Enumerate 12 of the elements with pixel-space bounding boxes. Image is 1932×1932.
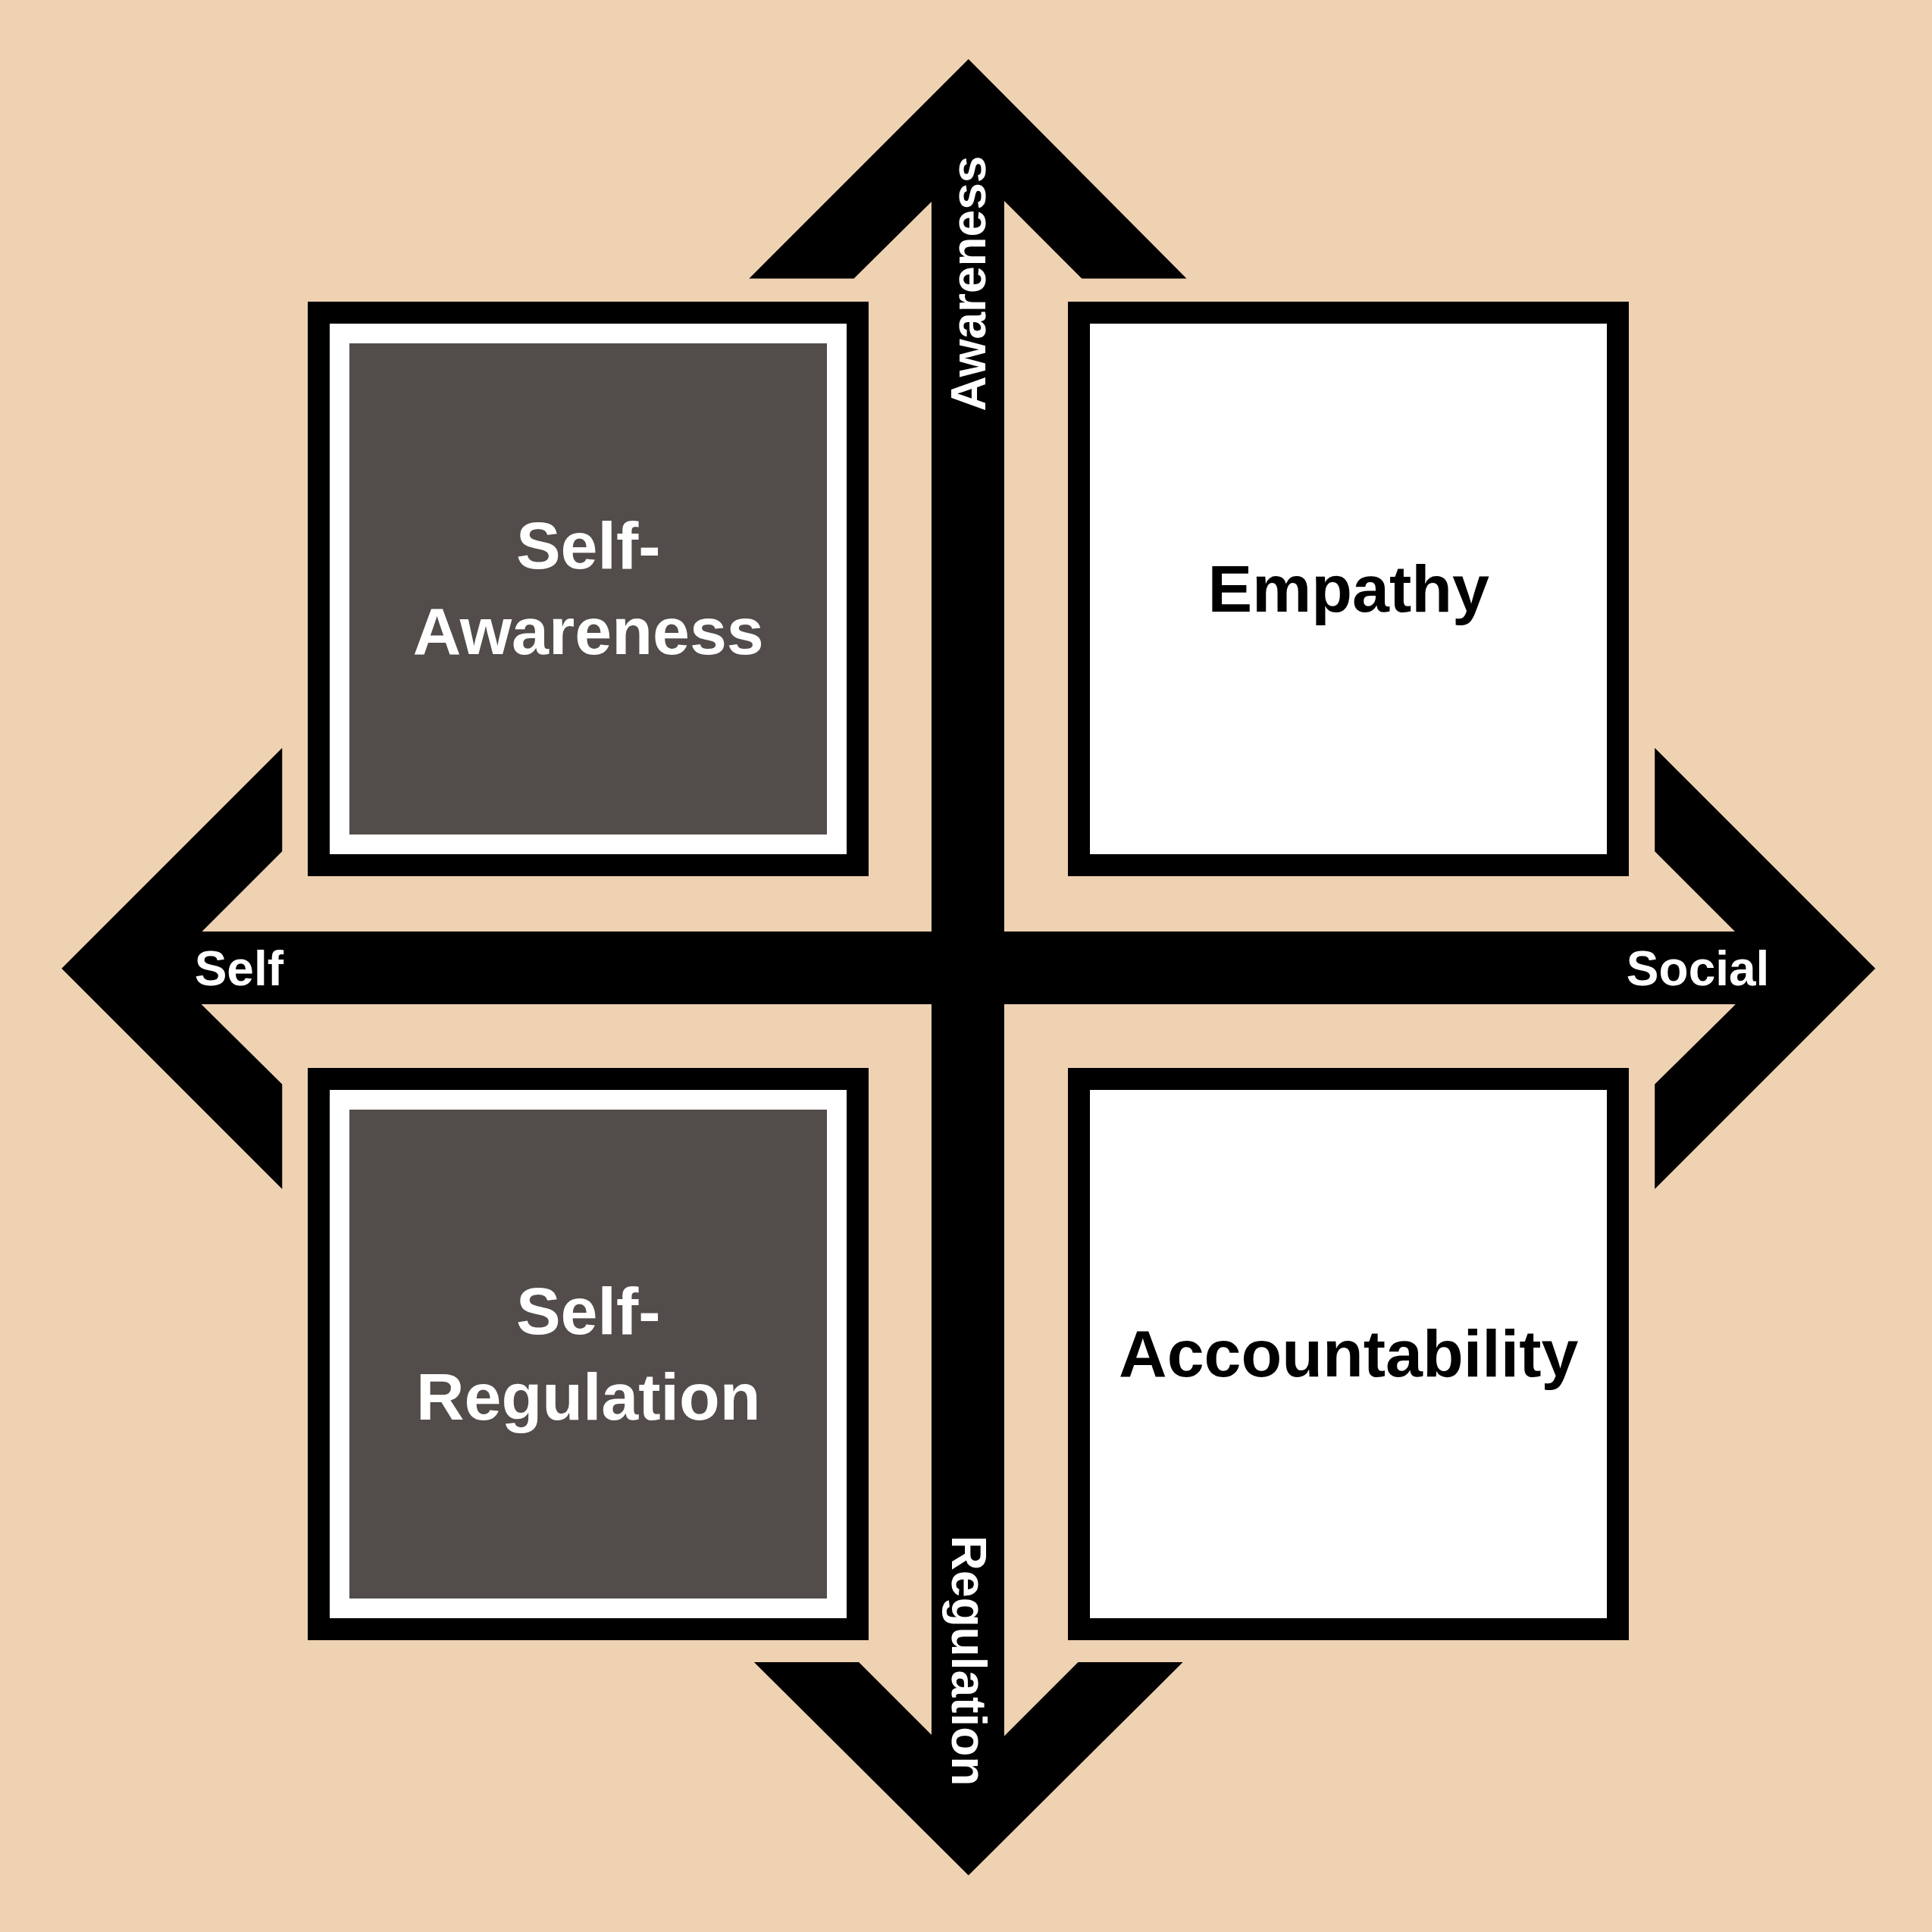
axis-label: Social bbox=[1626, 944, 1770, 993]
quadrant-title: Accountability bbox=[1119, 1315, 1579, 1393]
axis-label: Regulation bbox=[944, 1536, 993, 1786]
quadrant-box bbox=[308, 1068, 869, 1640]
quadrant-title: Self- Awareness bbox=[412, 507, 765, 671]
axis-label: Awareness bbox=[944, 155, 993, 412]
quadrant-box bbox=[1068, 302, 1630, 876]
quadrant-title: Self- Regulation bbox=[415, 1272, 762, 1436]
axis-label: Self bbox=[194, 944, 284, 993]
quadrant-box bbox=[308, 302, 869, 876]
quadrant-title: Empathy bbox=[1207, 550, 1490, 628]
quadrant-box bbox=[1068, 1068, 1630, 1640]
